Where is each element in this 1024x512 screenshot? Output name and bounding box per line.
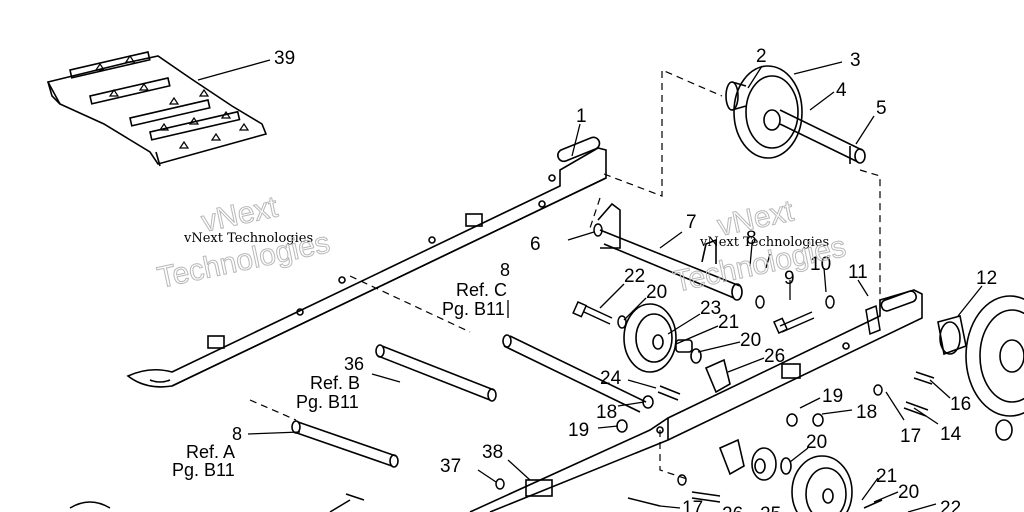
ref-a-label: Ref. A <box>186 442 235 462</box>
callout-24: 24 <box>600 368 622 389</box>
callout-22-upper: 22 <box>624 266 645 287</box>
ref-c-number: 8 <box>500 260 510 280</box>
ref-c-label: Ref. C <box>456 280 507 300</box>
callout-4: 4 <box>836 80 847 101</box>
alignment-lines <box>249 69 881 481</box>
callout-20-upper: 20 <box>646 282 667 303</box>
callout-10: 10 <box>810 254 831 275</box>
cross-shafts <box>291 202 743 468</box>
callout-19-left: 19 <box>568 420 589 441</box>
watermark-text-left: vNext Technologies <box>183 231 313 246</box>
fasteners <box>69 223 935 512</box>
callout-20-bottom: 20 <box>898 482 919 503</box>
callout-26-upper: 26 <box>764 346 785 367</box>
callout-5: 5 <box>876 98 887 119</box>
callout-20-lower: 20 <box>806 432 827 453</box>
right-rail <box>469 289 923 512</box>
callout-17-right: 17 <box>900 426 921 447</box>
callout-18-left: 18 <box>596 402 617 423</box>
reference-b: 36 Ref. B Pg. B11 <box>296 354 364 412</box>
callout-19-right: 19 <box>822 386 843 407</box>
callout-38: 38 <box>482 442 503 463</box>
reference-c: 8 Ref. C Pg. B11 <box>442 260 510 319</box>
lower-idler-wheel <box>718 438 883 512</box>
callout-21-lower: 21 <box>876 466 897 487</box>
leader-lines <box>247 61 983 512</box>
callout-16: 16 <box>950 394 971 415</box>
callout-22-lower: 22 <box>940 498 961 512</box>
track-section <box>46 51 268 167</box>
callout-6: 6 <box>530 234 541 255</box>
callout-23: 23 <box>700 298 721 319</box>
right-wheel <box>937 295 1024 441</box>
callout-39: 39 <box>274 48 295 69</box>
left-rail <box>126 136 607 388</box>
callout-18-right: 18 <box>856 402 877 423</box>
upper-wheel-axle <box>725 65 866 164</box>
watermark-left: vNext vNext Technologies Technologies <box>154 190 333 295</box>
callout-20-middle: 20 <box>740 330 761 351</box>
callout-21-upper: 21 <box>718 312 739 333</box>
callout-26-lower: 26 <box>722 504 743 512</box>
callout-11: 11 <box>848 262 868 283</box>
watermark-text-right: vNext Technologies <box>699 235 829 250</box>
callout-17-lower: 17 <box>682 498 703 512</box>
ref-a-page: Pg. B11 <box>172 460 235 480</box>
callout-3: 3 <box>850 50 861 71</box>
ref-a-number: 8 <box>232 424 242 444</box>
callout-labels: 39 2 3 4 5 1 7 6 8 9 10 11 12 22 20 23 2… <box>274 46 997 512</box>
ref-c-page: Pg. B11 <box>442 299 505 319</box>
callout-14: 14 <box>940 424 962 445</box>
reference-a: 8 Ref. A Pg. B11 <box>172 424 242 480</box>
ref-b-label: Ref. B <box>310 373 360 393</box>
callout-1: 1 <box>576 106 587 127</box>
callout-37: 37 <box>440 456 461 477</box>
ref-b-page: Pg. B11 <box>296 392 359 412</box>
ref-b-number: 36 <box>344 354 364 374</box>
callout-8-upper: 8 <box>746 228 757 249</box>
callout-25: 25 <box>760 504 781 512</box>
watermark-right: vNext vNext Technologies Technologies <box>670 194 849 299</box>
callout-12: 12 <box>976 268 997 289</box>
callout-7: 7 <box>686 212 697 233</box>
callout-9: 9 <box>784 268 795 289</box>
middle-idler-wheel <box>623 303 731 394</box>
callout-2: 2 <box>756 46 767 67</box>
